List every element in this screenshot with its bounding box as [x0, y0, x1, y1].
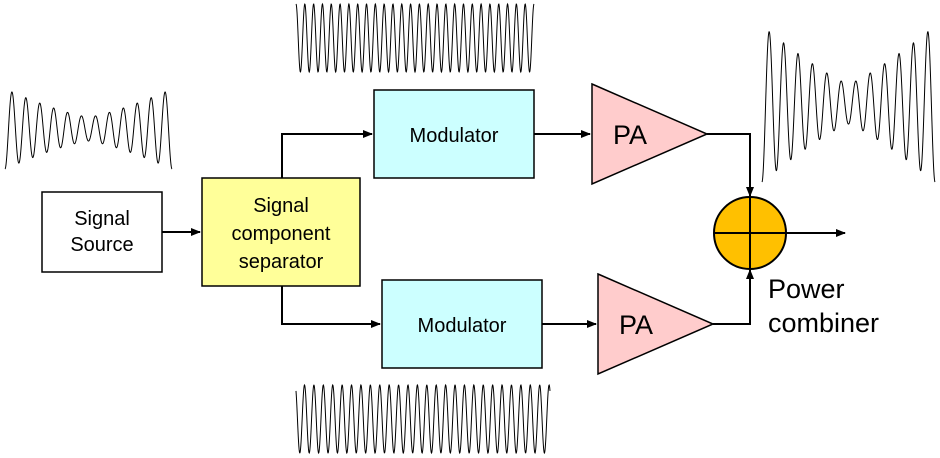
top-modulator-block: Modulator — [373, 89, 535, 179]
bottom-pa-to-combiner-arrow — [713, 269, 754, 325]
separator-label-line2: component — [232, 223, 331, 245]
separator-box — [201, 177, 361, 287]
top-pa-block: PA — [591, 82, 709, 186]
top-pa-to-combiner-arrow — [707, 133, 754, 197]
separator-label-line1: Signal — [253, 195, 309, 217]
separator-block: Signal component separator — [201, 177, 361, 287]
bottom-modulator-box — [381, 279, 543, 369]
power-combiner: Power combiner — [713, 196, 879, 338]
top-branch-waveform — [295, 2, 535, 74]
top-modulator-label: Modulator — [410, 125, 499, 147]
bottom-pa-triangle — [597, 272, 715, 376]
input-signal-waveform — [4, 91, 173, 170]
bottom-modulator-label: Modulator — [418, 315, 507, 337]
top-pa-triangle — [591, 82, 709, 186]
bottom-modulator-block: Modulator — [381, 279, 543, 369]
top-modulator-box — [373, 89, 535, 179]
signal-source-label-line2: Source — [70, 234, 133, 256]
signal-source-block: Signal Source — [41, 191, 163, 273]
signal-source-box — [41, 191, 163, 273]
separator-to-top-modulator-arrow — [281, 130, 373, 178]
power-combiner-label-line1: Power — [768, 274, 845, 304]
top-pa-label: PA — [613, 120, 647, 150]
separator-to-bottom-modulator-arrow — [281, 286, 381, 328]
bottom-branch-waveform — [295, 383, 551, 455]
bottom-pa-block: PA — [597, 272, 715, 376]
power-combiner-label-line2: combiner — [768, 308, 879, 338]
connectors — [162, 130, 846, 328]
bottom-pa-label: PA — [619, 310, 653, 340]
output-signal-waveform — [761, 30, 936, 183]
separator-label-line3: separator — [239, 251, 324, 273]
signal-source-label-line1: Signal — [74, 208, 130, 230]
